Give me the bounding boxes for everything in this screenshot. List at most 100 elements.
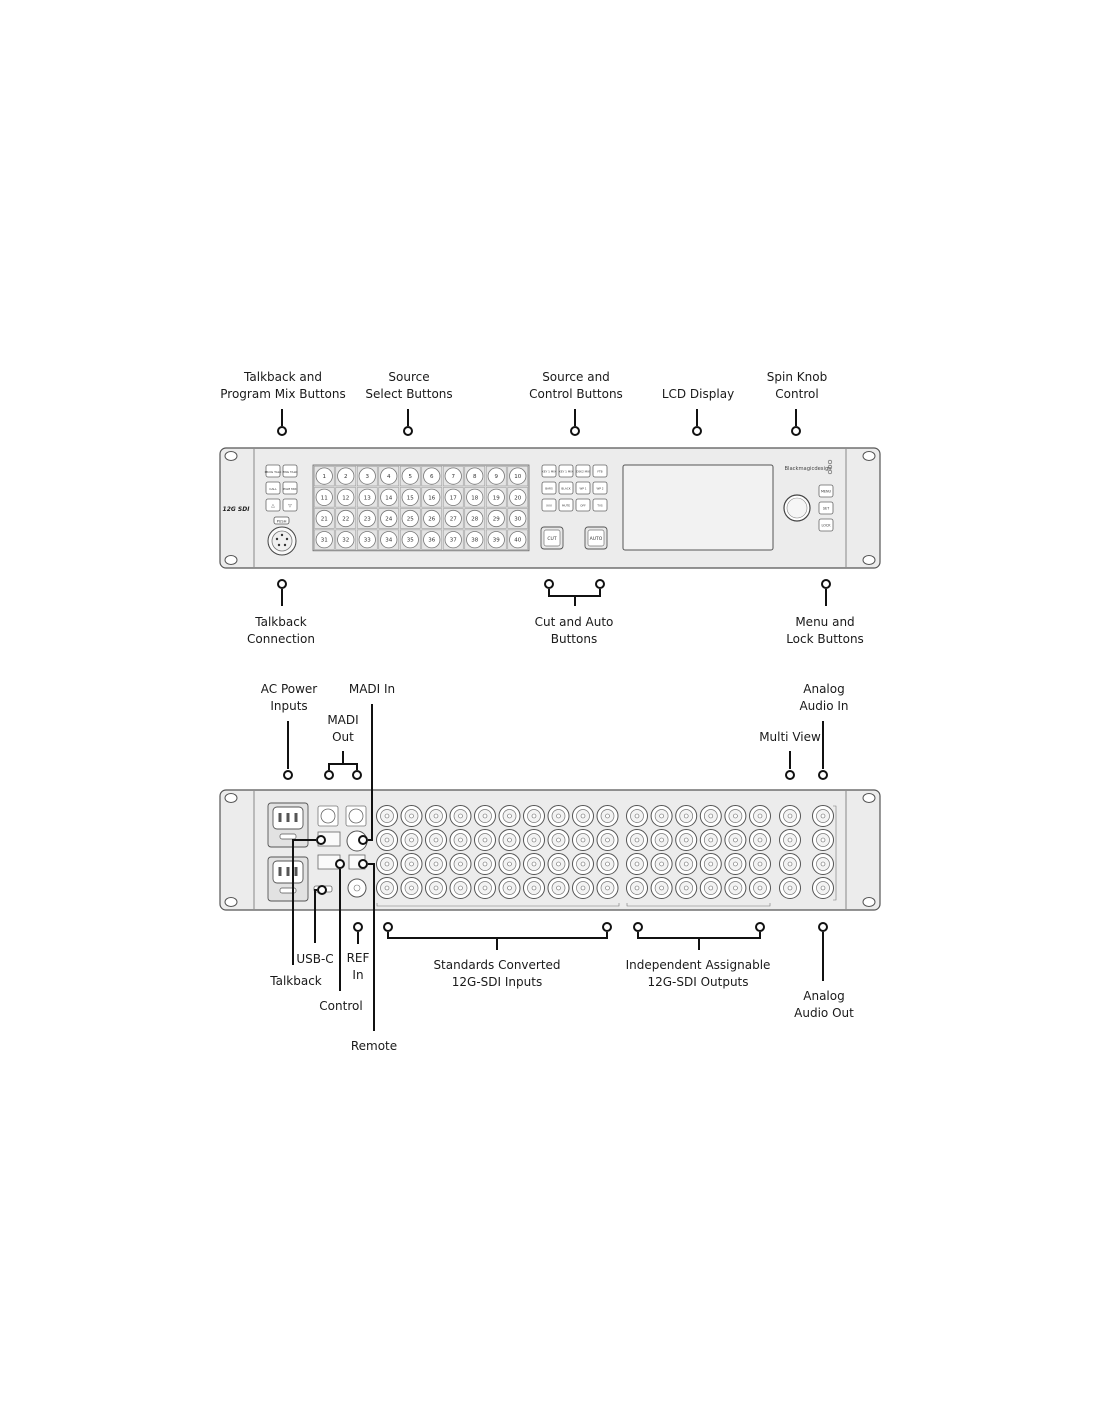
push-release-tab (273, 516, 290, 525)
source-button-number: 13 (364, 495, 371, 501)
left-control-button (265, 498, 281, 512)
sdi-input-bnc-pin (384, 837, 390, 843)
source-button-number: 33 (364, 538, 371, 544)
callout-dot (283, 770, 293, 780)
rack-mount-hole (862, 793, 876, 803)
source-select-button (423, 488, 441, 506)
source-select-button (466, 488, 484, 506)
source-select-button (487, 531, 505, 549)
sdi-input-bnc-pin (482, 813, 488, 819)
source-select-button (509, 488, 527, 506)
sdi-output-bnc-pin (757, 885, 763, 891)
callout-dot (791, 426, 801, 436)
sdi-output-bnc-pin (634, 813, 640, 819)
source-button-number: 23 (364, 517, 371, 523)
left-control-button (282, 498, 298, 512)
label-remote-line-1: Remote (351, 1039, 397, 1053)
source-control-button (558, 481, 574, 495)
sdi-input-bnc-pin (409, 885, 414, 891)
lcd-display (622, 464, 774, 551)
source-control-button-label: BLACK (561, 487, 570, 491)
madi-out-connector (348, 808, 364, 824)
source-button-number: 3 (366, 474, 370, 480)
left-control-button (282, 464, 298, 478)
label-control-line-1: Control (319, 999, 362, 1013)
sdi-input-bnc-pin (605, 885, 610, 891)
rack-mount-hole (224, 793, 238, 803)
source-control-button-label: WP 1 (579, 487, 586, 491)
sdi-input-bnc-pin (580, 837, 586, 843)
callout-dot (358, 835, 368, 845)
label-analog-audio-out-line-2: Audio Out (794, 1006, 854, 1020)
source-button-number: 39 (493, 538, 500, 544)
sdi-output-bnc-pin (634, 885, 640, 891)
sdi-input-bnc-pin (531, 813, 537, 819)
menu-lock-button (818, 518, 834, 532)
source-button-number: 27 (450, 517, 457, 523)
brand-logo-dot (827, 459, 833, 465)
source-select-button (466, 531, 484, 549)
source-button-number: 19 (493, 495, 500, 501)
callout-dot (633, 922, 643, 932)
label-menu-lock-line-2: Lock Buttons (786, 632, 864, 646)
sdi-input-bnc-pin (433, 813, 439, 819)
source-button-number: 17 (450, 495, 457, 501)
sdi-output-bnc-pin (683, 885, 689, 891)
source-control-button (575, 498, 591, 512)
callout-dot (277, 426, 287, 436)
source-control-button-label: OFF (580, 504, 586, 508)
sdi-output-bnc-pin (733, 813, 738, 819)
label-cut-auto-line-2: Buttons (551, 632, 597, 646)
source-control-button-label: XXX (546, 504, 552, 508)
label-source-select-line-2: Select Buttons (365, 387, 452, 401)
sdi-input-bnc-pin (482, 861, 488, 867)
source-button-number: 1 (323, 474, 327, 480)
source-button-number: 6 (430, 474, 434, 480)
sdi-output-bnc-pin (659, 813, 664, 819)
source-button-number: 10 (514, 474, 521, 480)
sdi-output-bnc-pin (733, 861, 738, 867)
sdi-input-bnc-pin (433, 837, 439, 843)
multiview-bnc-pin (787, 837, 793, 843)
source-button-number: 20 (514, 495, 521, 501)
source-select-button (466, 467, 484, 485)
sdi-output-bnc-pin (659, 837, 664, 843)
sdi-input-bnc-pin (409, 813, 414, 819)
source-button-number: 5 (409, 474, 413, 480)
label-source-control-line-1: Source and (542, 370, 610, 384)
source-control-button-label: BARS (545, 487, 553, 491)
source-select-button (380, 488, 398, 506)
callout-dot (324, 770, 334, 780)
iec-pin (294, 867, 298, 876)
label-analog-audio-in-line-2: Audio In (799, 699, 848, 713)
sdi-output-bnc-pin (708, 861, 714, 867)
source-select-button (380, 531, 398, 549)
callout-dot (383, 922, 393, 932)
source-select-button (315, 531, 333, 549)
label-cut-auto-line-1: Cut and Auto (535, 615, 614, 629)
source-button-number: 22 (342, 517, 349, 523)
sdi-input-bnc-pin (580, 885, 586, 891)
source-button-number: 11 (321, 495, 328, 501)
sdi-input-bnc-pin (409, 861, 414, 867)
left-control-button-label: CALL (269, 487, 277, 491)
analog-audio-bnc-pin (820, 837, 826, 843)
sdi-input-bnc-pin (482, 837, 488, 843)
callout-dot (821, 579, 831, 589)
source-button-number: 28 (471, 517, 478, 523)
sdi-input-bnc-pin (458, 861, 463, 867)
source-button-number: 40 (514, 538, 521, 544)
power-switch (279, 833, 297, 840)
sdi-input-bnc-pin (384, 861, 390, 867)
source-button-number: 14 (385, 495, 392, 501)
label-spin-knob-line-1: Spin Knob (767, 370, 827, 384)
label-talkback-connection-line-1: Talkback (254, 615, 307, 629)
source-select-button (509, 509, 527, 528)
label-multi-view-line-1: Multi View (759, 730, 821, 744)
label-analog-audio-out-line-1: Analog (803, 989, 844, 1003)
label-lcd-display-line-1: LCD Display (662, 387, 734, 401)
source-select-button (358, 488, 376, 506)
label-spin-knob-line-2: Control (775, 387, 818, 401)
